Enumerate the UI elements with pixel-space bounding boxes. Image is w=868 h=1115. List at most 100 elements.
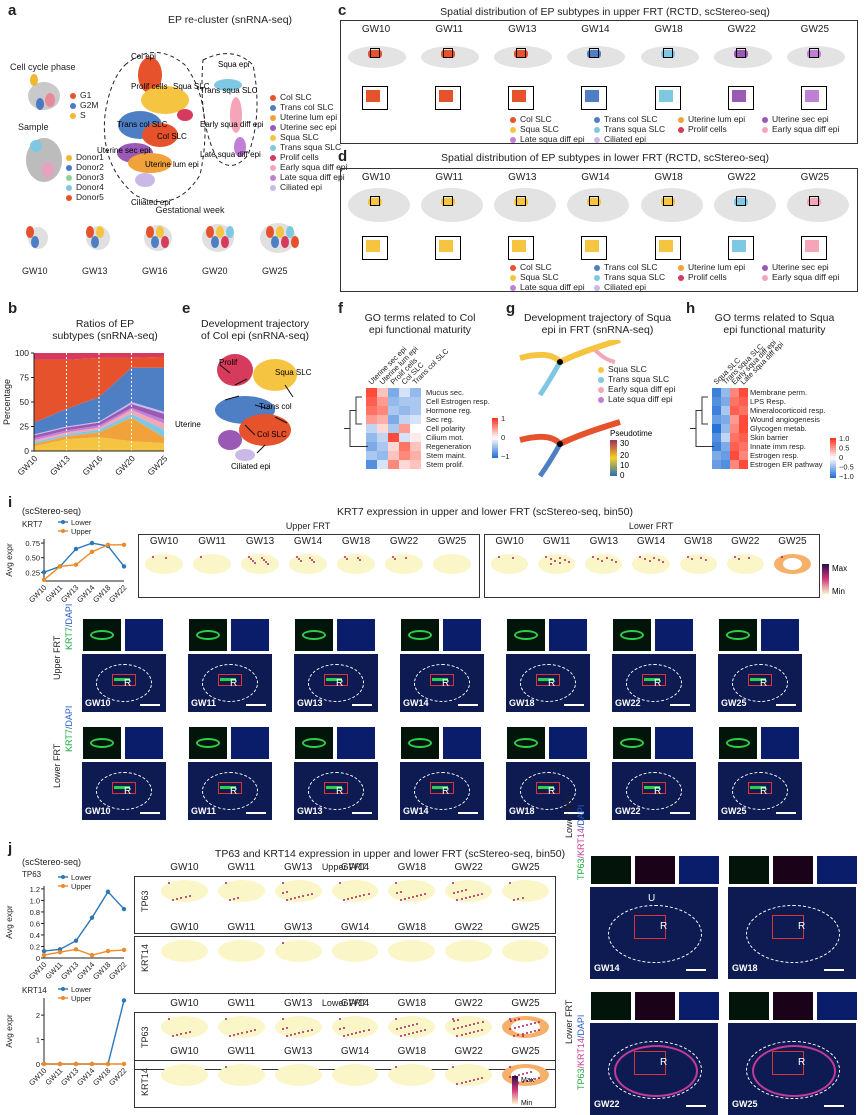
zoom-signal bbox=[731, 90, 746, 102]
heatmap-cell bbox=[377, 406, 388, 415]
if-gw-label: GW10 bbox=[85, 698, 111, 708]
series-point-lower bbox=[89, 915, 95, 920]
series-point-lower bbox=[121, 906, 127, 912]
expr-dot bbox=[405, 557, 407, 559]
y-tick-label: 0.6 bbox=[30, 919, 40, 928]
series-point-upper bbox=[121, 947, 127, 953]
tissue-signal bbox=[587, 198, 602, 206]
expr-dot bbox=[343, 1027, 345, 1029]
legend-label: Uterine sec epi bbox=[772, 114, 829, 124]
tissue-section bbox=[217, 940, 265, 962]
if-gw-label: GW22 bbox=[615, 698, 641, 708]
panel-i-sub: (scStereo-seq) bbox=[22, 506, 82, 516]
series-point-lower bbox=[121, 564, 127, 569]
umap-cluster bbox=[291, 236, 299, 248]
gw-label: GW18 bbox=[397, 998, 427, 1009]
panel-letter-f: f bbox=[338, 300, 343, 317]
zoom-signal bbox=[439, 90, 454, 102]
legend-label: Late squa diff epi bbox=[520, 282, 585, 292]
expr-dot bbox=[281, 882, 284, 884]
expr-dot bbox=[509, 1028, 512, 1030]
scale-bar bbox=[686, 969, 706, 971]
expr-dot bbox=[452, 1066, 455, 1068]
tissue-section bbox=[331, 1016, 379, 1038]
expr-dot bbox=[281, 942, 284, 944]
if-signal bbox=[644, 678, 660, 681]
scale-bar bbox=[140, 704, 160, 706]
zoom-signal bbox=[585, 90, 600, 102]
expr-dot bbox=[464, 1033, 467, 1035]
if-inset-dapi bbox=[548, 618, 588, 652]
expr-dot bbox=[420, 894, 423, 896]
heatmap-cell bbox=[399, 460, 410, 469]
if-signal bbox=[220, 786, 236, 789]
tissue-section bbox=[193, 554, 231, 574]
scale-bar bbox=[686, 1105, 706, 1107]
expr-dot bbox=[457, 1019, 459, 1021]
legend-marker bbox=[61, 529, 65, 533]
legend-label: Lower bbox=[71, 873, 92, 882]
expr-dot bbox=[253, 1029, 256, 1031]
scale-step bbox=[830, 456, 836, 458]
legend-swatch bbox=[678, 126, 684, 133]
expr-dot bbox=[424, 1029, 427, 1031]
legend-swatch bbox=[510, 116, 516, 123]
y-tick-label: 0.75 bbox=[25, 539, 40, 548]
expr-dot bbox=[359, 895, 362, 897]
if-inset-tp63 bbox=[728, 991, 770, 1021]
expr-dot bbox=[285, 899, 288, 901]
expr-dot bbox=[263, 559, 265, 561]
x-tick-label: GW10 bbox=[27, 583, 48, 604]
gw-label: GW14 bbox=[340, 998, 370, 1009]
y-axis-label: Avg expr bbox=[4, 543, 14, 577]
if-gw-label: GW11 bbox=[191, 806, 217, 816]
expr-dot bbox=[296, 556, 298, 558]
gw-label: GW11 bbox=[227, 922, 256, 933]
tissue-section bbox=[388, 1016, 436, 1038]
series-point-lower bbox=[89, 540, 95, 546]
trajectory-g: Pseudotime 30 20 10 0 bbox=[519, 340, 653, 480]
umap-label-col-slc: Col SLC bbox=[157, 132, 187, 141]
expr-dot bbox=[530, 1071, 533, 1073]
panel-i-title: KRT7 expression in upper and lower FRT (… bbox=[337, 506, 633, 518]
series-line-upper bbox=[43, 544, 124, 581]
trajectory-e: Prolif Squa SLC Uterine Trans col Col SL… bbox=[175, 354, 312, 471]
series-point-lower bbox=[41, 570, 47, 575]
tissue-section bbox=[445, 1064, 493, 1086]
expr-dot bbox=[351, 1033, 353, 1035]
if-gw-label: GW13 bbox=[297, 698, 323, 708]
umap-cluster bbox=[96, 226, 104, 238]
scale-bar bbox=[824, 969, 844, 971]
expr-dot bbox=[395, 1028, 398, 1030]
expr-dot bbox=[298, 896, 301, 898]
legend-label: Uterine lum epi bbox=[688, 262, 746, 272]
expr-dot bbox=[563, 559, 566, 561]
if-signal bbox=[432, 786, 448, 789]
gw-label: GW18 bbox=[397, 922, 427, 933]
j-if-lower-top: Lower FRT bbox=[564, 793, 574, 838]
umap-cluster bbox=[226, 226, 234, 238]
if-inset-signal bbox=[196, 630, 220, 640]
expr-dot bbox=[286, 1027, 289, 1029]
if-gw-label: GW14 bbox=[594, 963, 620, 973]
expr-dot bbox=[355, 896, 358, 898]
gw-umap-label: GW20 bbox=[202, 266, 228, 276]
heatmap-cell bbox=[377, 442, 388, 451]
expr-dot bbox=[606, 557, 609, 559]
legend-label: Uterine lum epi bbox=[280, 112, 338, 122]
tissue-signal bbox=[733, 198, 748, 206]
legend-label: Squa SLC bbox=[520, 272, 559, 282]
legend-swatch bbox=[678, 116, 684, 123]
if-inset-dapi bbox=[336, 726, 376, 760]
x-tick-label: GW10 bbox=[27, 960, 48, 981]
expr-dot bbox=[302, 895, 305, 897]
if-roi bbox=[748, 782, 772, 794]
legend-swatch bbox=[270, 134, 276, 141]
if-inset-dapi bbox=[678, 991, 720, 1021]
expr-dot bbox=[367, 1029, 370, 1031]
if-outline bbox=[608, 1041, 702, 1099]
